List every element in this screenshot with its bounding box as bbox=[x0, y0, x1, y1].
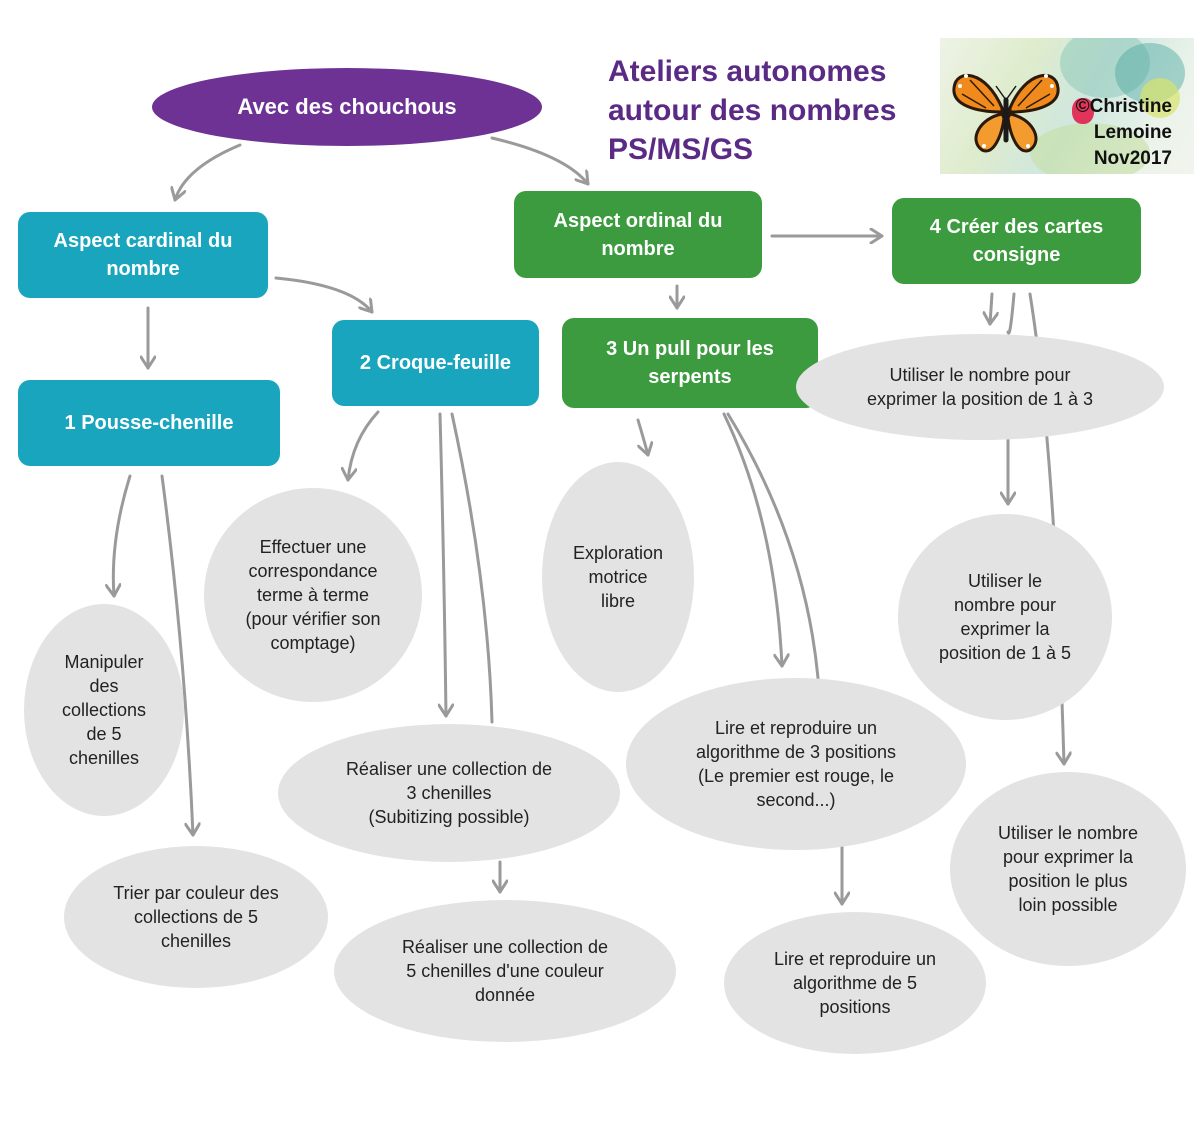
activity-algorithme-5-label: Lire et reproduire un algorithme de 5 po… bbox=[773, 949, 937, 1017]
logo-watercolor bbox=[1140, 78, 1180, 118]
arrow-pousse-trier bbox=[160, 474, 193, 837]
activity-exploration-label: Exploration motrice libre bbox=[572, 543, 664, 611]
box-aspect-ordinal-label: Aspect ordinal du nombre bbox=[553, 209, 723, 260]
box-pousse-chenille-label: 1 Pousse-chenille bbox=[64, 412, 234, 434]
box-croque-feuille-label: 2 Croque-feuille bbox=[359, 352, 512, 374]
activity-exploration: Exploration motrice libre bbox=[542, 462, 694, 692]
activity-manipuler: Manipuler des collections de 5 chenilles bbox=[24, 604, 184, 816]
arrow-croque-collection3 bbox=[440, 412, 446, 718]
logo-red-spot bbox=[1072, 98, 1094, 124]
logo-image: ©Christine Lemoine Nov2017 bbox=[940, 38, 1194, 174]
logo-watercolor bbox=[1060, 38, 1150, 98]
arrow-root-cardinal bbox=[175, 143, 242, 202]
activity-algorithme-3: Lire et reproduire un algorithme de 3 po… bbox=[626, 678, 966, 850]
box-cartes-consigne: 4 Créer des cartes consigne bbox=[892, 198, 1141, 284]
box-croque-feuille: 2 Croque-feuille bbox=[332, 320, 539, 406]
box-cartes-consigne-label: 4 Créer des cartes consigne bbox=[929, 216, 1104, 266]
activity-collection-3: Réaliser une collection de 3 chenilles (… bbox=[278, 724, 620, 862]
activity-collection-5-label: Réaliser une collection de 5 chenilles d… bbox=[401, 937, 609, 1005]
activity-collection-3-label: Réaliser une collection de 3 chenilles (… bbox=[345, 759, 553, 827]
box-pousse-chenille: 1 Pousse-chenille bbox=[18, 380, 280, 466]
activity-correspondance: Effectuer une correspondance terme à ter… bbox=[204, 488, 422, 702]
arrow-root-ordinal bbox=[490, 136, 590, 186]
activity-correspondance-label: Effectuer une correspondance terme à ter… bbox=[245, 537, 381, 653]
logo-credit: ©Christine Lemoine Nov2017 bbox=[1075, 96, 1172, 169]
logo-watercolor bbox=[1030, 123, 1150, 174]
box-aspect-cardinal-label: Aspect cardinal du nombre bbox=[53, 230, 233, 280]
arrow-cartes-position3 bbox=[990, 292, 992, 326]
activity-position-loin-label: Utiliser le nombre pour exprimer la posi… bbox=[997, 823, 1139, 915]
arrow-pull-algo5 bbox=[726, 412, 820, 680]
arrow-pousse-manipuler bbox=[113, 474, 132, 598]
box-aspect-cardinal: Aspect cardinal du nombre bbox=[18, 212, 268, 298]
box-pull-serpents-label: 3 Un pull pour les serpents bbox=[606, 338, 774, 388]
arrow-pull-algo3 bbox=[722, 412, 782, 668]
box-aspect-ordinal: Aspect ordinal du nombre bbox=[514, 191, 762, 278]
arrow-croque-correspondance bbox=[348, 410, 380, 482]
butterfly-icon bbox=[952, 73, 1060, 153]
root-node: Avec des chouchous bbox=[152, 68, 542, 146]
activity-position-1-5: Utiliser le nombre pour exprimer la posi… bbox=[898, 514, 1112, 720]
activity-position-1-3-label: Utiliser le nombre pour exprimer la posi… bbox=[866, 365, 1094, 409]
activity-position-1-5-label: Utiliser le nombre pour exprimer la posi… bbox=[938, 571, 1072, 663]
arrow-pull-exploration bbox=[636, 418, 648, 457]
arrow-cartes-position5 bbox=[1006, 292, 1016, 335]
activity-position-loin: Utiliser le nombre pour exprimer la posi… bbox=[950, 772, 1186, 966]
activity-trier: Trier par couleur des collections de 5 c… bbox=[64, 846, 328, 988]
activity-manipuler-label: Manipuler des collections de 5 chenilles bbox=[61, 652, 147, 768]
arrow-croque-collection5 bbox=[450, 412, 494, 724]
activity-algorithme-5: Lire et reproduire un algorithme de 5 po… bbox=[724, 912, 986, 1054]
box-pull-serpents: 3 Un pull pour les serpents bbox=[562, 318, 818, 408]
activity-collection-5: Réaliser une collection de 5 chenilles d… bbox=[334, 900, 676, 1042]
activity-trier-label: Trier par couleur des collections de 5 c… bbox=[113, 883, 279, 951]
root-label: Avec des chouchous bbox=[237, 94, 457, 119]
activity-position-1-3: Utiliser le nombre pour exprimer la posi… bbox=[796, 334, 1164, 440]
page-title: Ateliers autonomes autour des nombres PS… bbox=[608, 55, 897, 166]
activity-algorithme-3-label: Lire et reproduire un algorithme de 3 po… bbox=[695, 718, 897, 810]
arrow-cardinal-croque bbox=[274, 276, 374, 314]
